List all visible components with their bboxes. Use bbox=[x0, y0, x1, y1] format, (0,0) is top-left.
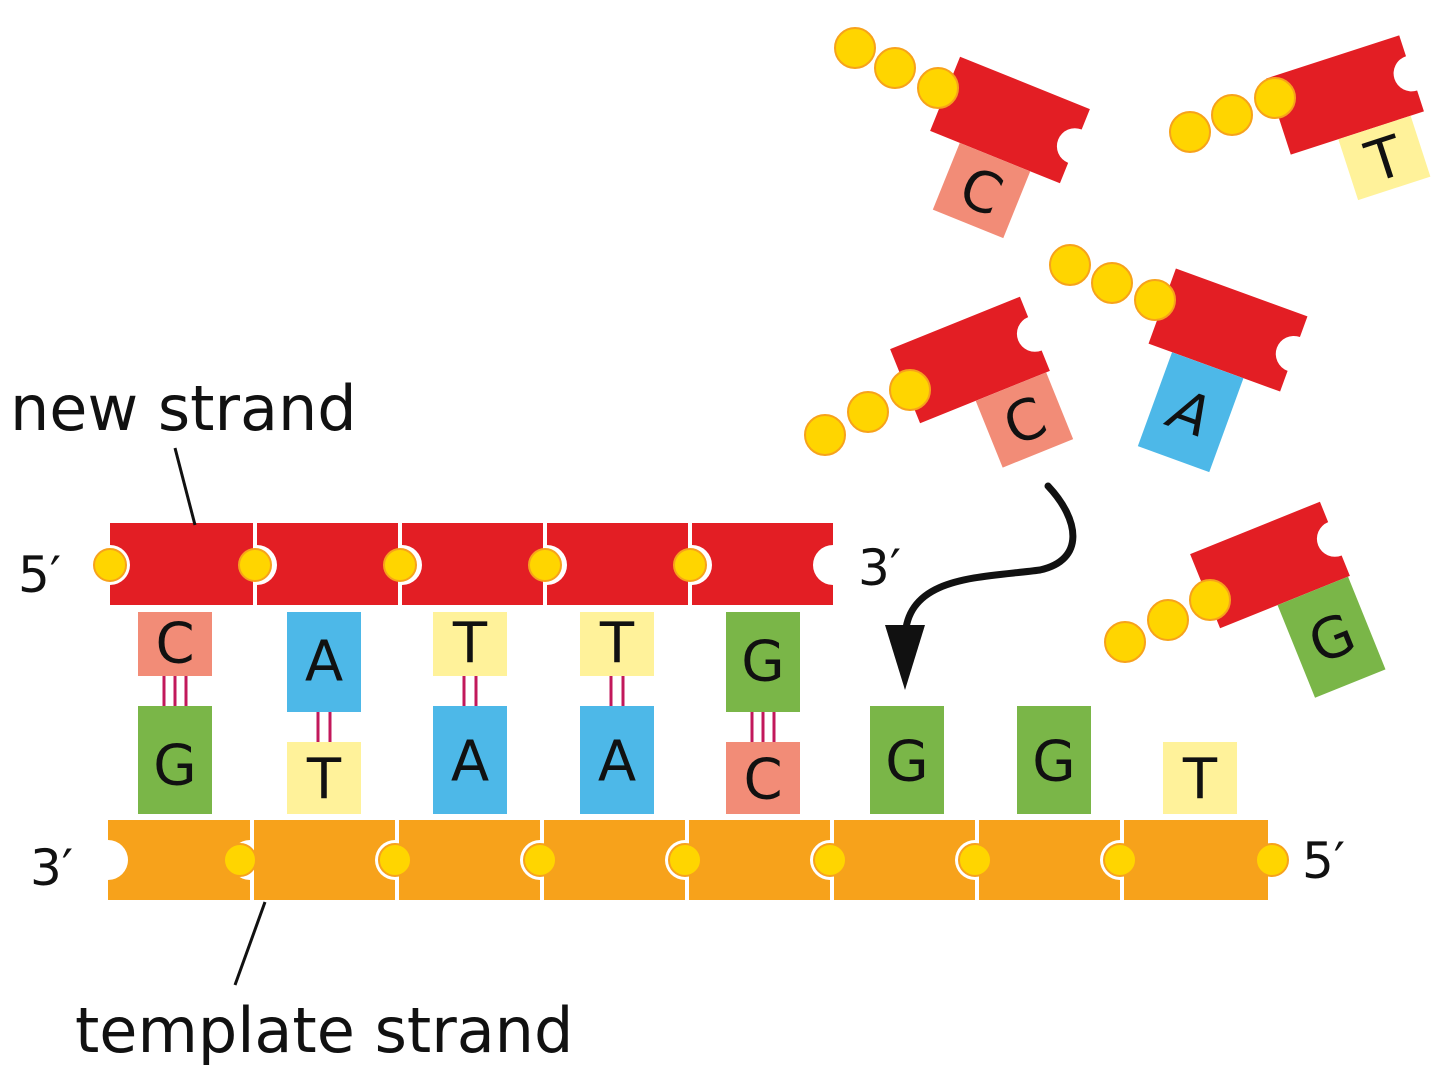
new-strand-bases: C A T T G bbox=[138, 612, 800, 712]
template-strand-backbone bbox=[108, 820, 1289, 900]
base-a: A bbox=[433, 706, 507, 814]
base-letter: T bbox=[306, 748, 342, 813]
arrow-shaft bbox=[901, 482, 1077, 644]
phosphate-chain bbox=[1049, 244, 1176, 321]
base-t: T bbox=[1163, 742, 1237, 814]
phosphate bbox=[958, 843, 992, 877]
template-sugar-1 bbox=[108, 820, 250, 900]
base-g: G bbox=[1017, 706, 1091, 814]
phosphate bbox=[813, 843, 847, 877]
template-3-prime: 3′ bbox=[30, 839, 73, 897]
phosphate bbox=[378, 843, 412, 877]
template-bases: G T A A C G G T bbox=[138, 706, 1237, 814]
template-sugar-4 bbox=[544, 820, 685, 900]
new-strand-sugar-4 bbox=[547, 523, 688, 605]
base-g: G bbox=[726, 612, 800, 712]
base-letter: G bbox=[741, 630, 784, 695]
phosphate bbox=[93, 548, 127, 582]
phosphate-chain bbox=[834, 27, 959, 109]
base-letter: G bbox=[885, 730, 928, 795]
new-strand-backbone bbox=[93, 523, 833, 605]
free-nucleotide-c-top: C bbox=[930, 56, 1090, 239]
new-strand-sugar-1 bbox=[110, 523, 253, 605]
new-strand-sugar-3 bbox=[402, 523, 543, 605]
phosphate bbox=[673, 548, 707, 582]
incoming-arrow bbox=[885, 482, 1077, 690]
phosphate-chain bbox=[804, 369, 931, 456]
template-sugar-7 bbox=[979, 820, 1120, 900]
base-letter: C bbox=[155, 612, 194, 677]
phosphate bbox=[238, 548, 272, 582]
phosphate bbox=[528, 548, 562, 582]
new-strand-sugar-2 bbox=[257, 523, 398, 605]
phosphate bbox=[1103, 843, 1137, 877]
template-sugar-6 bbox=[834, 820, 975, 900]
base-g: G bbox=[870, 706, 944, 814]
base-letter: A bbox=[451, 730, 489, 795]
base-letter: T bbox=[599, 612, 635, 677]
base-letter: G bbox=[1032, 730, 1075, 795]
base-letter: A bbox=[305, 630, 343, 695]
base-a: A bbox=[580, 706, 654, 814]
phosphate bbox=[1255, 843, 1289, 877]
template-5-prime: 5′ bbox=[1302, 832, 1345, 890]
phosphate bbox=[668, 843, 702, 877]
new-strand-sugar-5 bbox=[692, 523, 833, 605]
base-t: T bbox=[580, 612, 654, 677]
new-strand-leader bbox=[173, 447, 197, 526]
new-strand-label: new strand bbox=[10, 372, 357, 445]
template-sugar-2 bbox=[254, 820, 395, 900]
phosphate-chain bbox=[1104, 579, 1231, 663]
new-strand-5-prime: 5′ bbox=[18, 546, 61, 604]
template-sugar-5 bbox=[689, 820, 830, 900]
base-letter: T bbox=[452, 612, 488, 677]
base-t: T bbox=[433, 612, 507, 677]
base-letter: C bbox=[743, 748, 782, 813]
template-sugar-3 bbox=[399, 820, 540, 900]
base-letter: G bbox=[153, 734, 196, 799]
base-c: C bbox=[726, 742, 800, 814]
arrow-head bbox=[885, 625, 925, 690]
base-a: A bbox=[287, 612, 361, 712]
base-t: T bbox=[287, 742, 361, 814]
base-c: C bbox=[138, 612, 212, 677]
base-letter: T bbox=[1182, 748, 1218, 813]
template-strand-leader bbox=[233, 901, 267, 986]
phosphate bbox=[223, 843, 257, 877]
phosphate bbox=[383, 548, 417, 582]
new-strand-3-prime: 3′ bbox=[858, 539, 901, 597]
phosphate-chain bbox=[1169, 77, 1296, 153]
hydrogen-bonds bbox=[162, 676, 776, 742]
template-strand-label: template strand bbox=[75, 994, 573, 1067]
free-nucleotide-a: A bbox=[1137, 268, 1308, 473]
template-sugar-8 bbox=[1124, 820, 1268, 900]
base-g: G bbox=[138, 706, 212, 814]
free-nucleotide-t-top: T bbox=[1266, 35, 1431, 201]
base-letter: A bbox=[598, 730, 636, 795]
phosphate bbox=[523, 843, 557, 877]
